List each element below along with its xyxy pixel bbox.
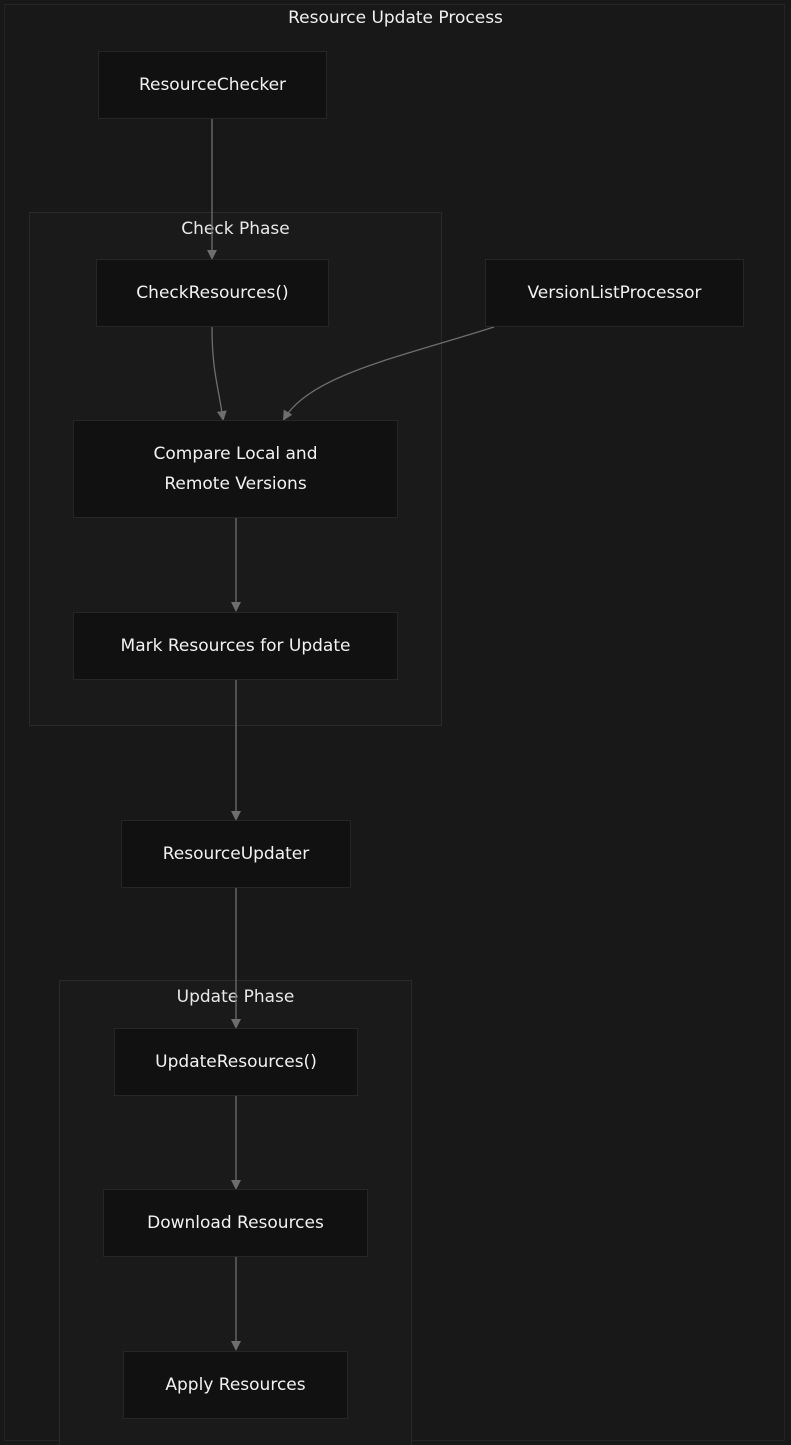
cluster-update-phase-label: Update Phase xyxy=(176,987,295,1007)
node-download-resources[interactable]: Download Resources xyxy=(103,1189,368,1257)
cluster-check-phase-label: Check Phase xyxy=(181,219,290,239)
node-resource-checker[interactable]: ResourceChecker xyxy=(98,51,327,119)
node-apply-resources[interactable]: Apply Resources xyxy=(123,1351,348,1419)
node-check-resources[interactable]: CheckResources() xyxy=(96,259,329,327)
diagram-title: Resource Update Process xyxy=(288,8,503,28)
node-version-list-processor[interactable]: VersionListProcessor xyxy=(485,259,744,327)
node-resource-updater[interactable]: ResourceUpdater xyxy=(121,820,351,888)
node-compare-versions[interactable]: Compare Local and Remote Versions xyxy=(73,420,398,518)
node-mark-resources[interactable]: Mark Resources for Update xyxy=(73,612,398,680)
node-update-resources[interactable]: UpdateResources() xyxy=(114,1028,358,1096)
